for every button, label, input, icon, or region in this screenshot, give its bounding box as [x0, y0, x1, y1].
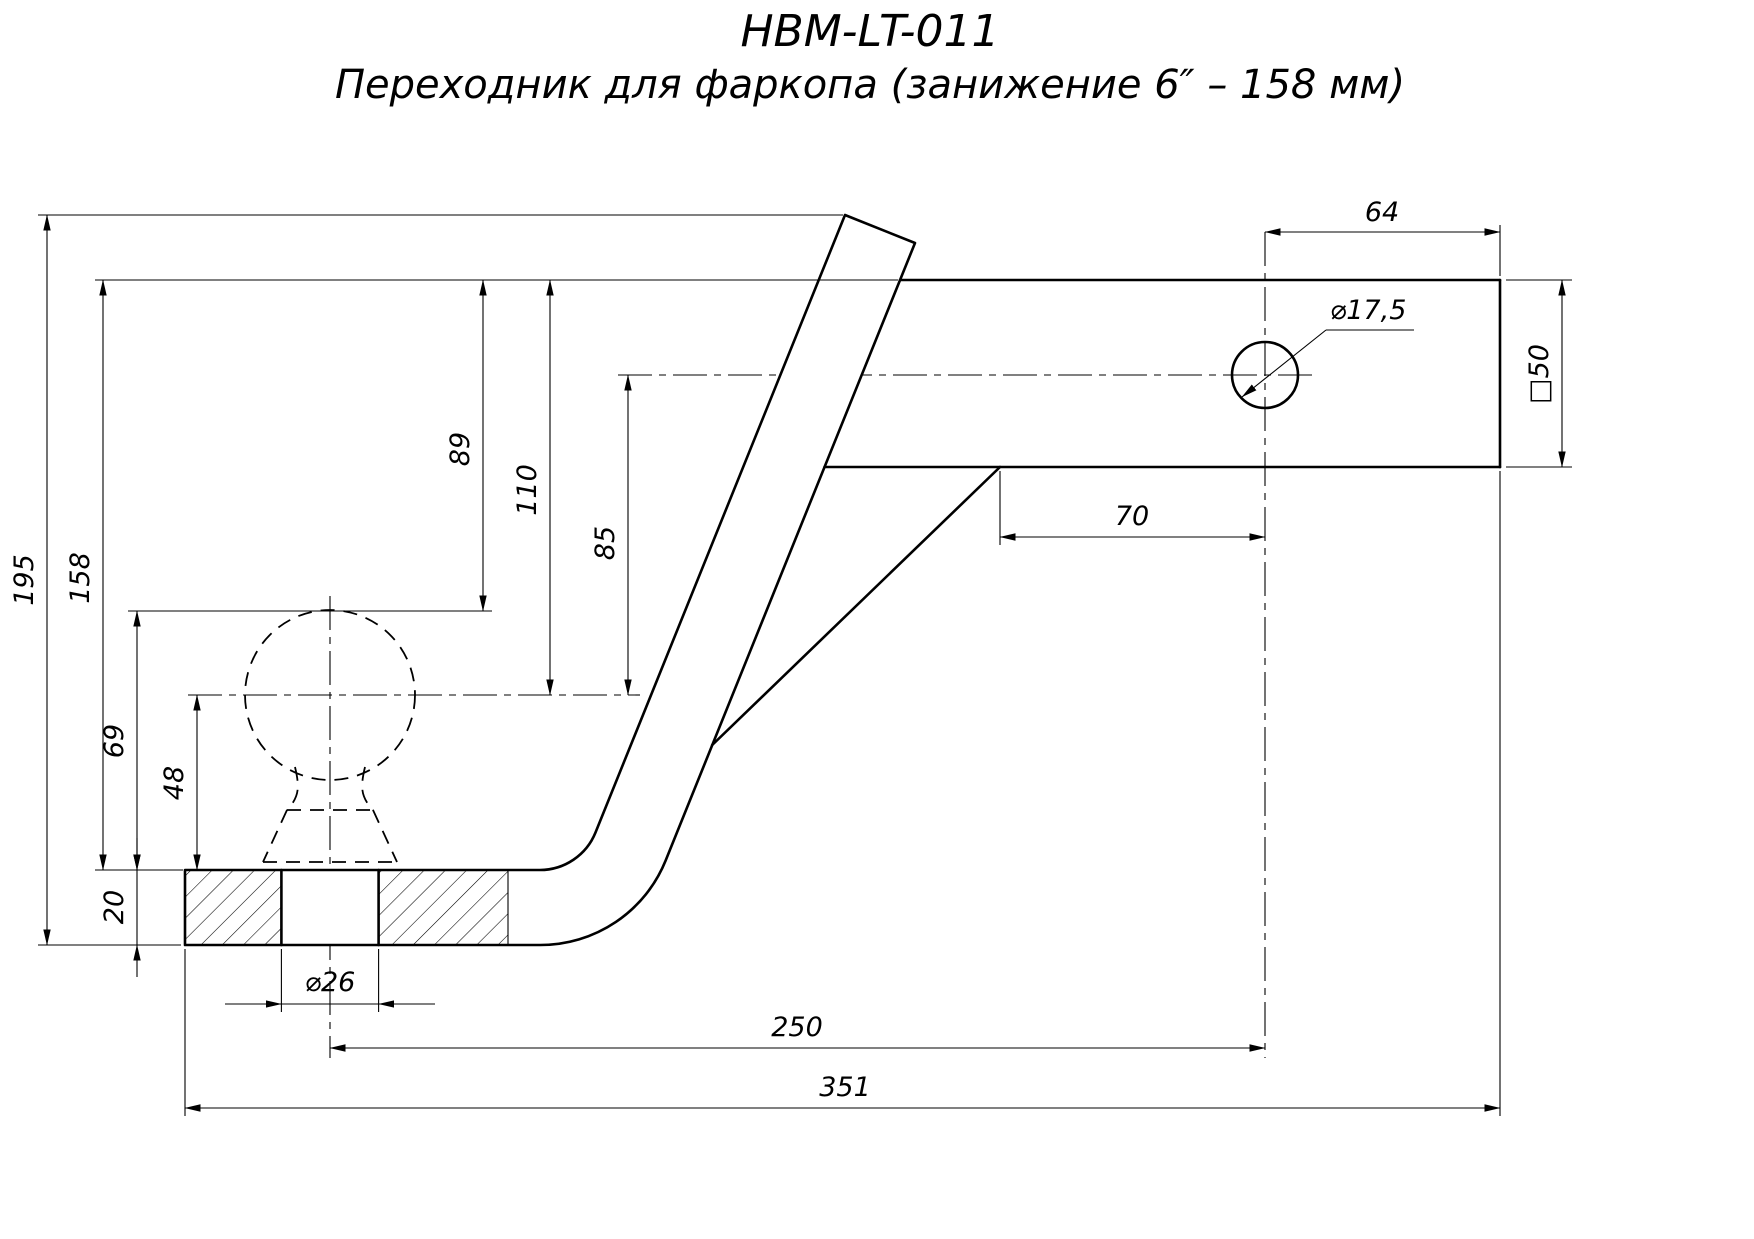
dim-tube-section: □50: [1524, 344, 1555, 404]
hitch-ball-phantom: [244, 609, 416, 863]
dim-ball-top-to-plate: 69: [99, 724, 130, 758]
dim-plate-thickness: 20: [99, 890, 130, 924]
dim-tube-top-to-ball-center: 110: [512, 464, 543, 516]
dimension-labels: 195 158 89 110 85 69 48 20 64 ⌀17,5 □50 …: [9, 197, 1555, 1103]
ball-flange-left: [262, 809, 288, 863]
gusset-edge: [710, 465, 1002, 747]
dim-drop-height: 158: [65, 552, 96, 604]
dim-hole-to-ball-center: 85: [590, 526, 621, 560]
leader-pin-hole: [1241, 329, 1327, 398]
dim-ball-hole-diameter: ⌀26: [305, 967, 356, 998]
title-block: HBM-LT-011 Переходник для фаркопа (заниж…: [335, 6, 1405, 108]
dim-pin-hole-diameter: ⌀17,5: [1330, 295, 1406, 326]
plate-section: [185, 868, 509, 947]
dimension-lines: [43, 214, 1566, 1112]
extension-lines: [38, 214, 1572, 1116]
centerlines: [188, 232, 1318, 1058]
receiver-tube: [823, 278, 1502, 469]
part-geometry: [183, 213, 1502, 947]
drawing-subtitle: Переходник для фаркопа (занижение 6″ – 1…: [335, 62, 1405, 108]
ball-flange-right: [372, 809, 398, 863]
drawing-model-number: HBM-LT-011: [740, 6, 999, 57]
ball-sphere: [244, 609, 416, 781]
hatch-left: [185, 870, 282, 945]
hatch-right: [378, 870, 508, 945]
dim-ball-center-to-plate: 48: [159, 766, 190, 800]
dim-hole-to-tube-end: 64: [1365, 197, 1399, 228]
dim-ball-to-pin-hole: 250: [771, 1012, 823, 1043]
dim-overall-height: 195: [9, 554, 40, 606]
dim-tube-top-to-ball-top: 89: [445, 432, 476, 466]
dim-hole-to-gusset: 70: [1115, 501, 1149, 532]
ball-neck-right: [361, 766, 374, 811]
ball-neck-left: [286, 766, 299, 811]
dim-overall-length: 351: [819, 1072, 871, 1103]
pin-hole: [1230, 340, 1300, 410]
